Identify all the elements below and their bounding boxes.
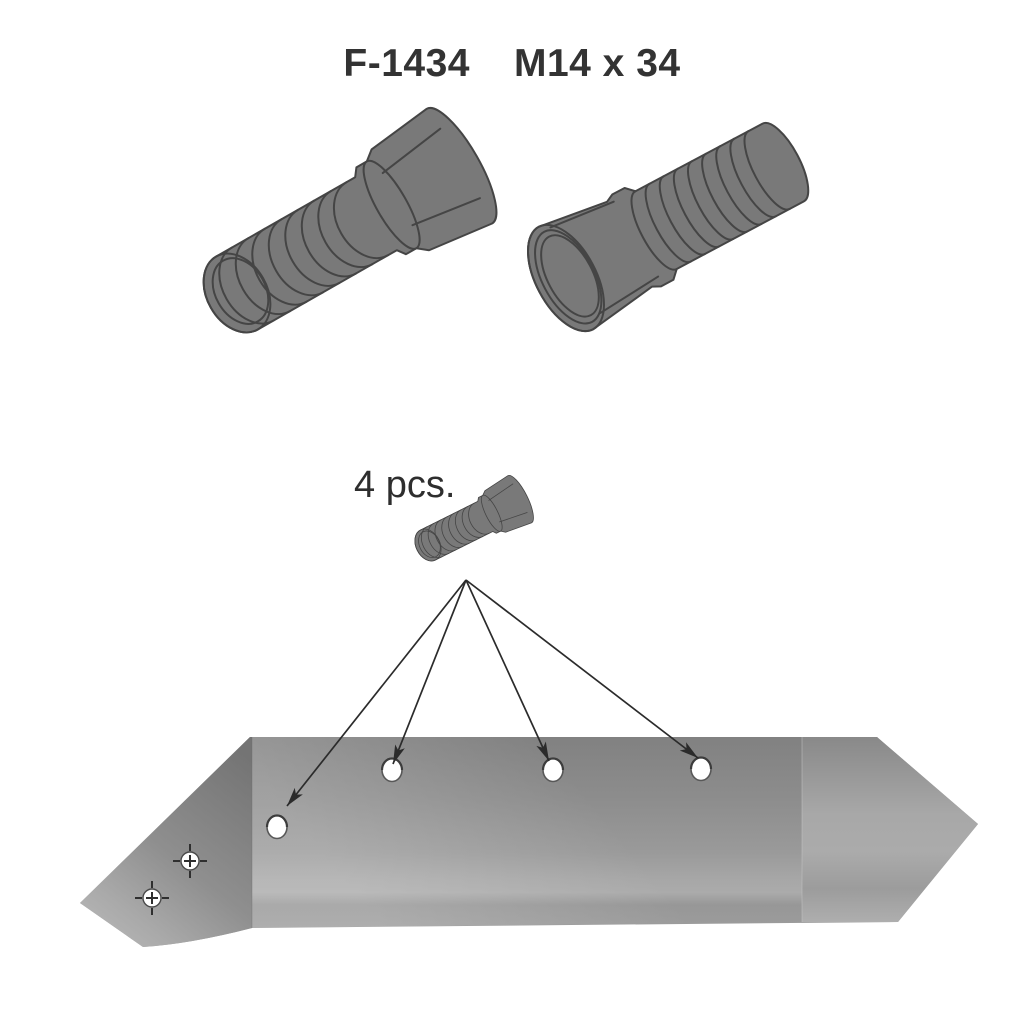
blade-point-facet bbox=[80, 737, 252, 947]
blade-sheen bbox=[252, 737, 802, 928]
plow-share-blade bbox=[80, 737, 978, 947]
center-marks bbox=[135, 844, 207, 915]
bolt-holes bbox=[265, 756, 713, 840]
bolt-thread-view-illustration bbox=[177, 97, 511, 367]
leader-arrow bbox=[392, 579, 467, 765]
page-title: F-1434 M14 x 34 bbox=[0, 42, 1024, 86]
leader-arrow bbox=[465, 579, 550, 762]
bolt-hole bbox=[541, 757, 565, 783]
part-number: F-1434 bbox=[343, 42, 470, 85]
bolt-hole bbox=[380, 757, 404, 783]
small-bolt-icon bbox=[405, 471, 539, 575]
quantity-label: 4 pcs. bbox=[354, 464, 456, 506]
part-dimensions: M14 x 34 bbox=[513, 42, 681, 85]
center-mark bbox=[173, 844, 207, 878]
leader-arrow bbox=[465, 579, 699, 759]
blade-right-segment bbox=[802, 737, 978, 922]
bolt-hole bbox=[265, 814, 289, 840]
bolt-head-view-illustration bbox=[511, 102, 826, 345]
leader-arrow bbox=[286, 579, 467, 807]
center-mark bbox=[135, 881, 169, 915]
bolt-views bbox=[177, 97, 826, 575]
leader-arrows bbox=[286, 579, 699, 807]
bolt-hole bbox=[689, 756, 713, 782]
